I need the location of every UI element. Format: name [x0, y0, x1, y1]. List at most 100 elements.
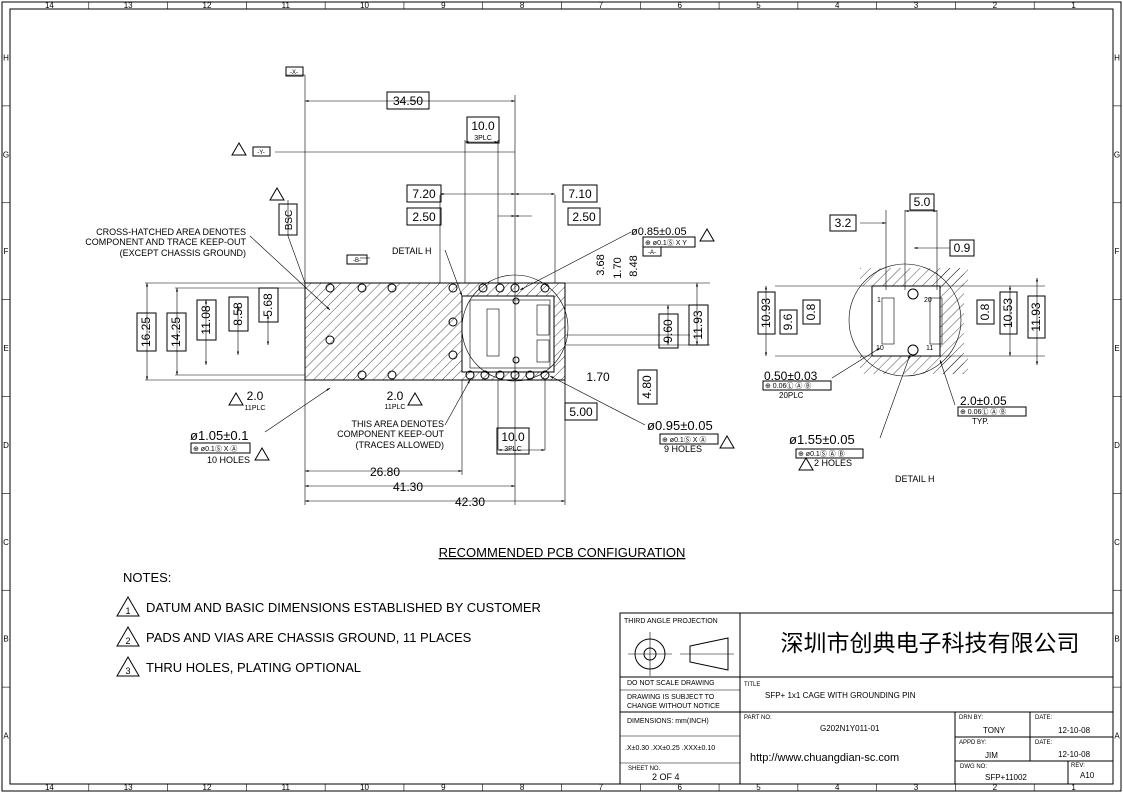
- zone-row-left-H: H: [3, 53, 9, 62]
- dim-14-25: 14.25: [169, 317, 183, 347]
- dim-2-0-mid-note: 11PLC: [385, 404, 406, 411]
- zone-col-bottom-13: 13: [124, 783, 133, 792]
- detail-dim-11-93: 11.93: [1029, 302, 1043, 331]
- pad-a-callout: 0.50±0.03: [764, 369, 818, 383]
- zone-col-bottom-4: 4: [835, 783, 840, 792]
- note-2-number: 2: [125, 636, 130, 646]
- datum-flag-triangles: [228, 142, 735, 461]
- dim-10-0-bottom-note: 3PLC: [504, 446, 522, 453]
- note-3-number: 3: [125, 666, 130, 676]
- zone-row-right-H: H: [1114, 53, 1120, 62]
- dim-10-0-bottom: 10.0: [501, 430, 525, 444]
- zone-row-left-C: C: [3, 538, 9, 547]
- detail-h-view: [757, 193, 1046, 471]
- dim-2-0-mid: 2.0: [387, 389, 404, 403]
- dwg-value: SFP+11002: [985, 773, 1027, 782]
- hole-085-callout: ø0.85±0.05: [631, 226, 687, 238]
- zone-col-bottom-8: 8: [520, 783, 525, 792]
- hole-095-note: 9 HOLES: [664, 444, 702, 454]
- zone-col-bottom-6: 6: [677, 783, 682, 792]
- dim-5-68: 5.68: [261, 293, 275, 317]
- dim-7-20: 7.20: [412, 187, 436, 201]
- subject-line-1: DRAWING IS SUBJECT TO: [627, 694, 715, 701]
- sheet-value: 2 OF 4: [652, 772, 680, 782]
- zone-row-left-G: G: [3, 150, 9, 159]
- pad-b-note: TYP.: [972, 417, 989, 426]
- bsc-label: BSC: [284, 210, 295, 231]
- zone-col-top-8: 8: [520, 1, 525, 10]
- dim-1-70-v: 1.70: [612, 257, 624, 278]
- area-note-2: COMPONENT KEEP-OUT: [337, 429, 444, 439]
- date-label-1: DATE:: [1035, 715, 1053, 721]
- zone-col-bottom-7: 7: [599, 783, 604, 792]
- zone-col-bottom-14: 14: [45, 783, 54, 792]
- dim-2-0-left-note: 11PLC: [245, 405, 266, 412]
- dim-10-0-top: 10.0: [471, 119, 495, 133]
- detail-h-callout: DETAIL H: [392, 246, 432, 256]
- datum-y: -Y-: [257, 150, 264, 156]
- part-label: PART NO:: [744, 715, 772, 721]
- dim-7-10: 7.10: [568, 187, 592, 201]
- detail-texts: 5.0 3.2 0.9 10.93 9.6 0.8 0.8 10.53 11.9…: [759, 195, 1043, 484]
- title-block-frame: [619, 612, 1114, 785]
- dim-9-60: 9.60: [661, 319, 675, 343]
- zone-col-top-12: 12: [203, 1, 212, 10]
- zone-row-left-B: B: [3, 635, 8, 644]
- detail-dim-5-0: 5.0: [914, 195, 931, 209]
- sheet-label: SHEET NO.: [628, 766, 661, 772]
- zone-row-right-C: C: [1114, 538, 1120, 547]
- part-value: G202N1Y011-01: [820, 724, 880, 733]
- cross-hatch-note-2: COMPONENT AND TRACE KEEP-OUT: [85, 237, 246, 247]
- dim-11-08: 11.08: [199, 305, 213, 334]
- detail-dim-10-93: 10.93: [759, 298, 773, 328]
- main-dim-boxes: [136, 66, 719, 455]
- pad-b-fcf: ⊕ 0.06Ⓛ Ⓐ Ⓑ: [960, 408, 1006, 416]
- company-url: http://www.chuangdian-sc.com: [750, 752, 899, 764]
- company-name: 深圳市创典电子科技有限公司: [781, 630, 1080, 656]
- tolerance: .X±0.30 .XX±0.25 .XXX±0.10: [625, 745, 715, 752]
- dwg-label: DWG NO:: [960, 764, 987, 770]
- zone-col-bottom-3: 3: [914, 783, 919, 792]
- zone-row-right-B: B: [1114, 635, 1119, 644]
- zone-col-top-14: 14: [45, 1, 54, 10]
- connector-pads: [486, 304, 550, 363]
- note-3-text: THRU HOLES, PLATING OPTIONAL: [146, 660, 361, 675]
- zone-col-top-9: 9: [441, 1, 446, 10]
- dim-2-0-left: 2.0: [247, 389, 264, 403]
- zone-col-top-3: 3: [914, 1, 919, 10]
- zone-row-right-D: D: [1114, 441, 1120, 450]
- notes-triangles: [116, 596, 140, 677]
- appd-value: JIM: [985, 751, 998, 760]
- detail-h-label: DETAIL H: [895, 474, 935, 484]
- hole-095-fcf: ⊕ ø0.1Ⓢ X Ⓐ: [662, 436, 706, 444]
- dim-8-58: 8.58: [231, 302, 245, 326]
- detail-dim-0-8-left: 0.8: [804, 303, 818, 320]
- datum-b: -B-: [353, 258, 361, 264]
- dim-34-50: 34.50: [393, 94, 423, 108]
- dim-2-50-right: 2.50: [572, 210, 596, 224]
- detail-dim-9-6: 9.6: [781, 313, 795, 330]
- title-value: SFP+ 1x1 CAGE WITH GROUNDING PIN: [765, 691, 916, 700]
- subject-line-2: CHANGE WITHOUT NOTICE: [627, 703, 720, 710]
- title-label: TITLE: [744, 682, 760, 688]
- dimensions-units: DIMENSIONS: mm(INCH): [627, 718, 709, 725]
- dimension-lines: [145, 74, 699, 503]
- dim-10-0-top-note: 3PLC: [474, 135, 492, 142]
- zone-row-left-A: A: [3, 732, 9, 741]
- main-dim-texts: 34.50 10.0 3PLC 7.20 7.10 2.50 2.50 16.2…: [139, 70, 705, 509]
- dim-11-93: 11.93: [691, 310, 705, 339]
- detail-dim-0-9: 0.9: [954, 241, 971, 255]
- zone-col-top-2: 2: [993, 1, 998, 10]
- title-block-texts: THIRD ANGLE PROJECTION 深圳市创典电子科技有限公司 DO …: [624, 618, 1095, 782]
- pin-20-label: 20: [924, 297, 932, 304]
- hole-085-fcf: ⊕ ø0.1Ⓢ X Y: [645, 239, 687, 247]
- zone-col-bottom-2: 2: [993, 783, 998, 792]
- pad-b-callout: 2.0±0.05: [960, 394, 1007, 408]
- dim-16-25: 16.25: [139, 317, 153, 347]
- zone-col-bottom-10: 10: [360, 783, 369, 792]
- rev-label: REV:: [1071, 763, 1085, 769]
- dim-5-00: 5.00: [569, 405, 593, 419]
- hole-155-note: 2 HOLES: [814, 458, 852, 468]
- notes-section: NOTES: 1 DATUM AND BASIC DIMENSIONS ESTA…: [123, 570, 541, 676]
